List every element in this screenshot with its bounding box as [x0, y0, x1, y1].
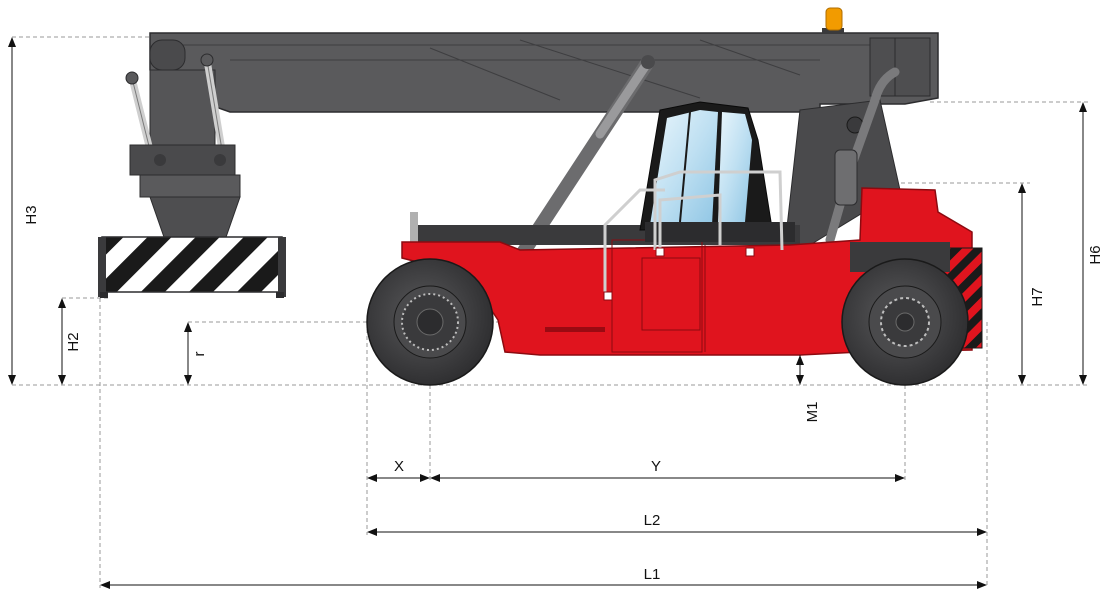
spreader-cylinders — [125, 53, 226, 151]
dimension-labels: H3 H2 r H6 H7 M1 X Y L2 L1 — [23, 205, 1104, 583]
label-r: r — [191, 352, 208, 357]
handrails — [603, 170, 784, 301]
dim-h7 — [1018, 183, 1026, 385]
label-y: Y — [651, 458, 661, 475]
dim-r — [184, 322, 192, 385]
dim-h2 — [58, 298, 66, 385]
label-m1: M1 — [804, 402, 821, 423]
label-l2: L2 — [644, 512, 661, 529]
dimension-lines — [8, 37, 1087, 589]
spreader-plate — [98, 236, 286, 298]
warning-beacon — [822, 7, 844, 34]
dim-y — [430, 474, 905, 482]
reach-stacker-illustration — [98, 7, 983, 386]
dim-m1 — [796, 355, 804, 385]
label-h3: H3 — [23, 205, 40, 224]
dim-h6 — [1079, 102, 1087, 385]
label-h7: H7 — [1029, 287, 1046, 306]
label-h6: H6 — [1087, 245, 1104, 264]
dim-x — [367, 474, 430, 482]
spreader-head — [129, 144, 241, 241]
rear-wheel — [841, 242, 969, 386]
dim-l2 — [367, 528, 987, 536]
engine-column — [784, 67, 901, 246]
boom — [149, 32, 939, 151]
front-wheel — [366, 258, 494, 386]
dim-h3 — [8, 37, 16, 385]
label-h2: H2 — [65, 332, 82, 351]
label-x: X — [394, 458, 404, 475]
label-l1: L1 — [644, 566, 661, 583]
dim-l1 — [100, 581, 987, 589]
